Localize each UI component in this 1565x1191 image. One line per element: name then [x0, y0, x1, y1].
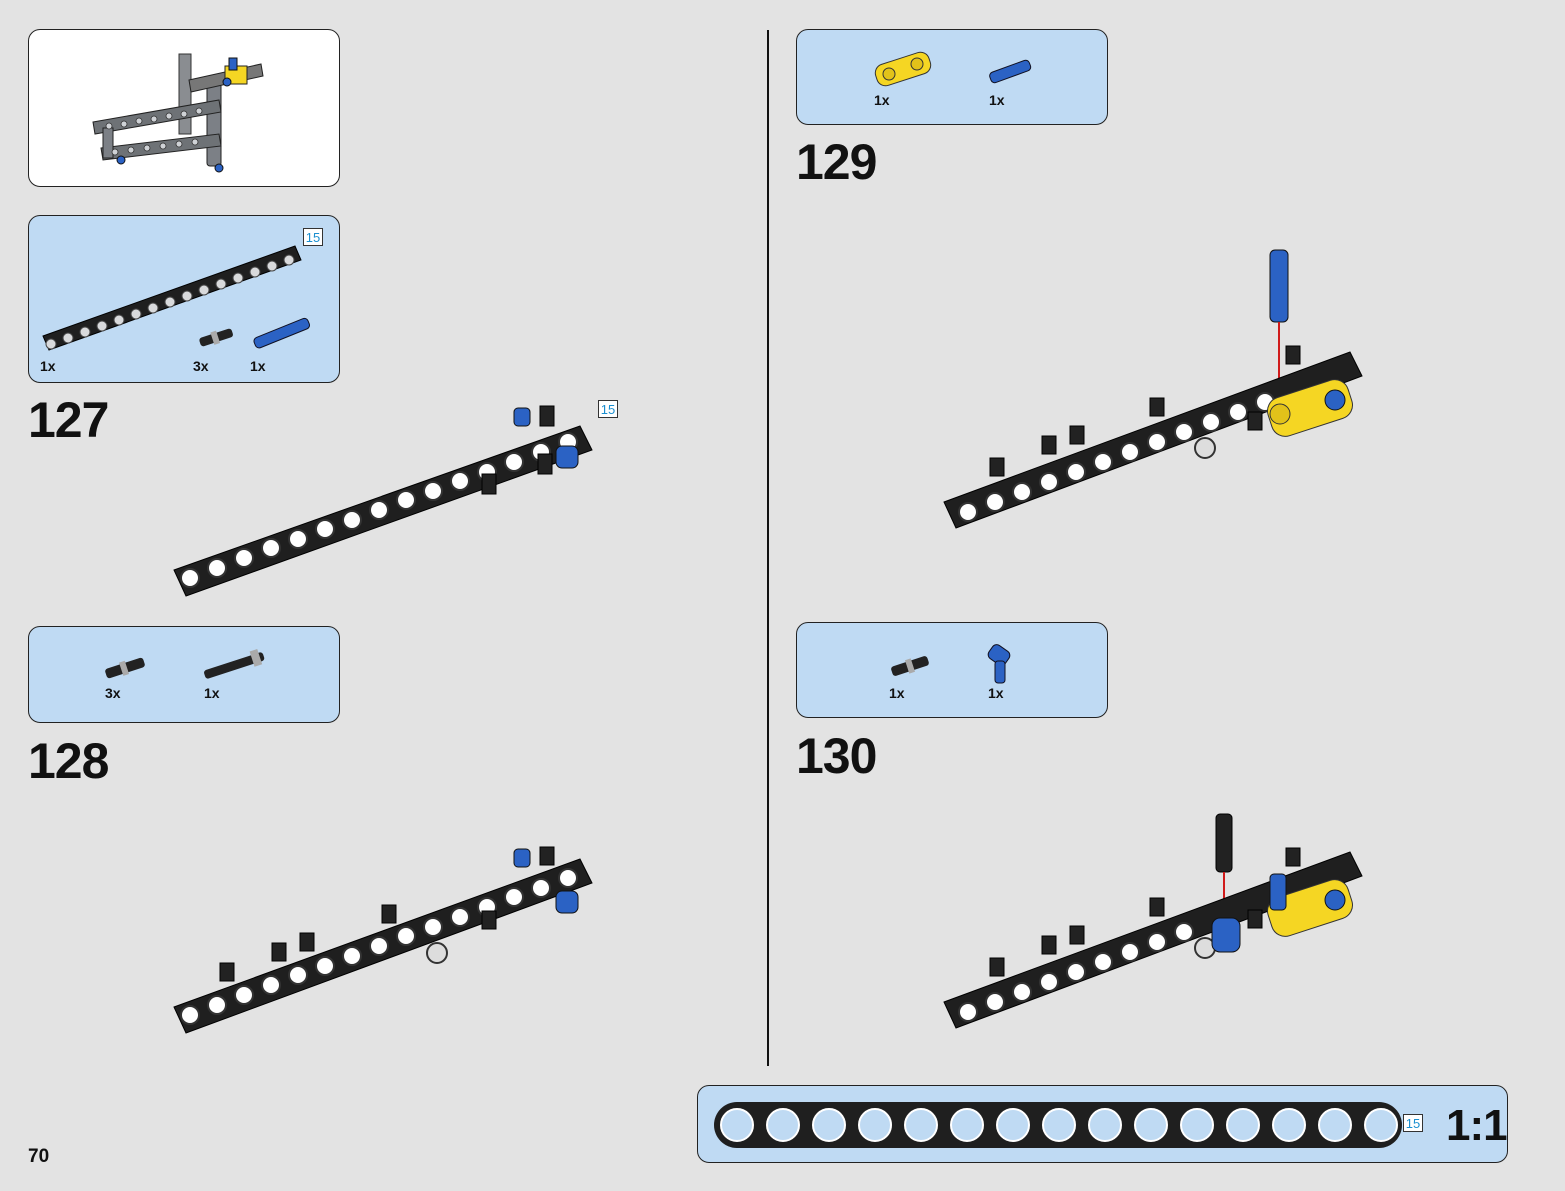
column-divider — [767, 30, 769, 1066]
qty-label: 1x — [889, 685, 905, 701]
submodel-preview-image — [29, 30, 341, 188]
step-128-parts-callout: 3x 1x — [28, 626, 340, 723]
scale-ruler-panel: 15 1:1 — [697, 1085, 1508, 1163]
step-127-parts-callout: 1x 3x 1x 15 — [28, 215, 340, 383]
qty-label: 3x — [193, 358, 209, 374]
step-128-model-image — [160, 845, 620, 1045]
parts-icons — [29, 627, 341, 724]
submodel-preview-panel — [28, 29, 340, 187]
scale-label: 1:1 — [1446, 1104, 1507, 1148]
qty-label: 3x — [105, 685, 121, 701]
black-pin-icon — [890, 655, 929, 676]
step-number-129: 129 — [796, 137, 876, 187]
step-129-parts-callout: 1x 1x — [796, 29, 1108, 125]
blue-angle-connector-icon — [986, 643, 1012, 683]
step-number-130: 130 — [796, 731, 876, 781]
qty-label: 1x — [40, 358, 56, 374]
step-number-127: 127 — [28, 395, 108, 445]
step-130-model-image — [930, 810, 1370, 1050]
qty-label: 1x — [989, 92, 1005, 108]
ruler-length-badge: 15 — [1403, 1114, 1423, 1132]
qty-label: 1x — [874, 92, 890, 108]
blue-pin-icon — [989, 59, 1032, 84]
page-number: 70 — [28, 1146, 49, 1168]
parts-icons — [797, 30, 1109, 126]
step-number-128: 128 — [28, 736, 108, 786]
parts-icons — [797, 623, 1109, 719]
black-pin-icon — [199, 328, 234, 347]
black-long-pin-icon — [203, 649, 265, 679]
qty-label: 1x — [988, 685, 1004, 701]
qty-label: 1x — [204, 685, 220, 701]
blue-pin-icon — [253, 317, 311, 349]
beam-15-icon — [29, 216, 341, 384]
qty-label: 1x — [250, 358, 266, 374]
step-130-parts-callout: 1x 1x — [796, 622, 1108, 718]
yellow-connector-icon — [873, 50, 933, 88]
step-129-model-image — [930, 240, 1370, 540]
beam-15-scale-image — [710, 1086, 1410, 1164]
length-badge: 15 — [303, 228, 323, 246]
black-pin-icon — [104, 657, 145, 679]
step-127-model-image — [160, 400, 620, 600]
